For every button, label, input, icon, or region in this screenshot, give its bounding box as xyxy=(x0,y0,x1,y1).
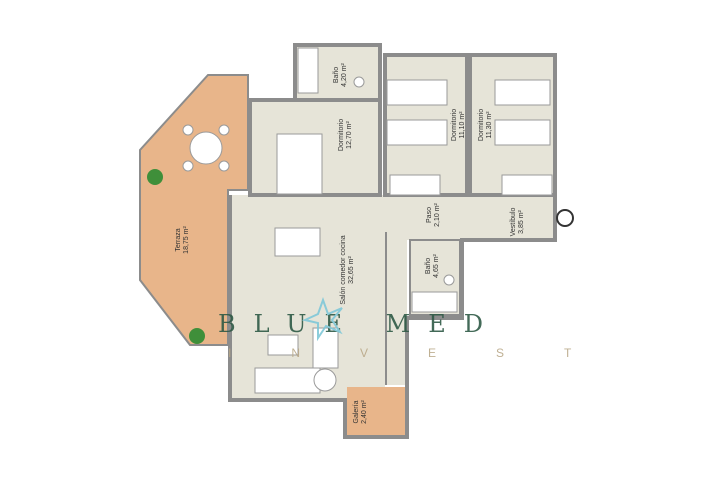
wardrobe xyxy=(389,174,441,196)
terrace-table xyxy=(189,131,223,165)
single-bed xyxy=(386,119,448,146)
terrace-chair xyxy=(218,160,230,172)
room-area: 11,30 m² xyxy=(486,111,493,139)
dining-table xyxy=(274,227,321,257)
room-name: Vestíbulo xyxy=(510,207,517,236)
room-name: Baño xyxy=(333,67,340,83)
bathroom-2-wall xyxy=(409,239,461,316)
watermark-logo: BLUE MED INVEST xyxy=(218,297,631,360)
room-name: Paso xyxy=(426,207,433,223)
room-area: 32,65 m² xyxy=(348,256,355,284)
single-bed xyxy=(494,79,551,106)
single-bed xyxy=(386,79,448,106)
room-area: 18,75 m² xyxy=(183,226,190,254)
sofa xyxy=(254,367,321,394)
room-name: Dormitorio xyxy=(451,109,458,141)
kitchen-floor xyxy=(385,230,407,385)
room-name: Dormitorio xyxy=(338,119,345,151)
entrance-icon xyxy=(556,209,574,227)
terrace-chair xyxy=(182,160,194,172)
room-name: Galería xyxy=(353,400,360,423)
hall-floor xyxy=(385,195,555,240)
toilet xyxy=(443,274,455,286)
bathroom-1-wall xyxy=(293,43,382,102)
wardrobe xyxy=(501,174,553,196)
starfish-icon xyxy=(301,297,343,342)
room-name: Salón comedor cocina xyxy=(340,235,347,304)
room-area: 4,65 m² xyxy=(433,253,440,277)
room-name: Dormitorio xyxy=(478,109,485,141)
room-name: Terraza xyxy=(175,228,182,251)
terrace-chair xyxy=(182,124,194,136)
room-area: 4,20 m² xyxy=(341,62,348,86)
room-area: 11,10 m² xyxy=(459,111,466,139)
single-bed xyxy=(494,119,551,146)
watermark-line2: INVEST xyxy=(228,346,631,360)
coffee-table xyxy=(267,334,299,356)
watermark-line1: BLUE MED xyxy=(218,310,501,338)
gallery-floor xyxy=(347,387,405,435)
armchair xyxy=(313,368,337,392)
room-area: 3,85 m² xyxy=(518,209,525,233)
double-bed xyxy=(276,133,323,195)
room-area: 2,40 m² xyxy=(361,399,368,423)
shower xyxy=(411,291,458,313)
toilet xyxy=(353,76,365,88)
room-area: 12,70 m² xyxy=(346,121,353,149)
plant-icon xyxy=(189,328,205,344)
shower xyxy=(297,47,319,94)
living-wall xyxy=(228,195,557,439)
room-name: Baño xyxy=(425,258,432,274)
plant-icon xyxy=(147,169,163,185)
room-area: 2,10 m² xyxy=(434,202,441,226)
terrace-chair xyxy=(218,124,230,136)
